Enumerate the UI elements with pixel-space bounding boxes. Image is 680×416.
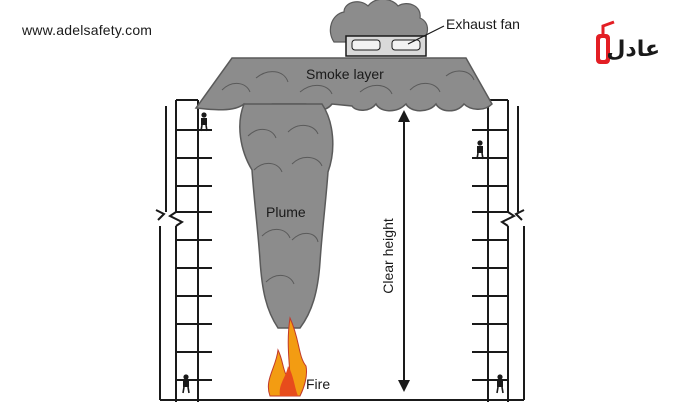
left-wall xyxy=(168,99,199,402)
left-ladder xyxy=(176,129,212,381)
plume-texture xyxy=(247,125,323,285)
website-url: www.adelsafety.com xyxy=(22,22,153,38)
smoke-layer-label: Smoke layer xyxy=(306,66,384,82)
smoke-plume xyxy=(239,103,334,329)
clear-height-label: Clear height xyxy=(379,218,396,294)
fire-label: Fire xyxy=(306,376,331,392)
fire-extinguisher-icon xyxy=(596,20,615,64)
brand-logo: عادل xyxy=(588,14,660,70)
plume-label: Plume xyxy=(266,204,306,220)
exhaust-smoke xyxy=(329,0,429,43)
fire-flames xyxy=(267,316,307,397)
smoke-layer-texture xyxy=(221,70,475,95)
exhaust-fan-pointer xyxy=(407,25,445,45)
exhaust-fan-label: Exhaust fan xyxy=(446,16,520,32)
right-ladder xyxy=(472,129,508,381)
right-wall xyxy=(487,99,525,402)
left-wall-break-mark xyxy=(155,106,167,400)
person-icon xyxy=(476,139,484,160)
clear-height-arrow xyxy=(398,110,410,392)
person-icon xyxy=(200,111,208,132)
logo-text: عادل xyxy=(606,36,660,61)
person-icon xyxy=(182,373,190,394)
person-icon xyxy=(496,373,504,394)
exhaust-fan xyxy=(345,35,427,57)
